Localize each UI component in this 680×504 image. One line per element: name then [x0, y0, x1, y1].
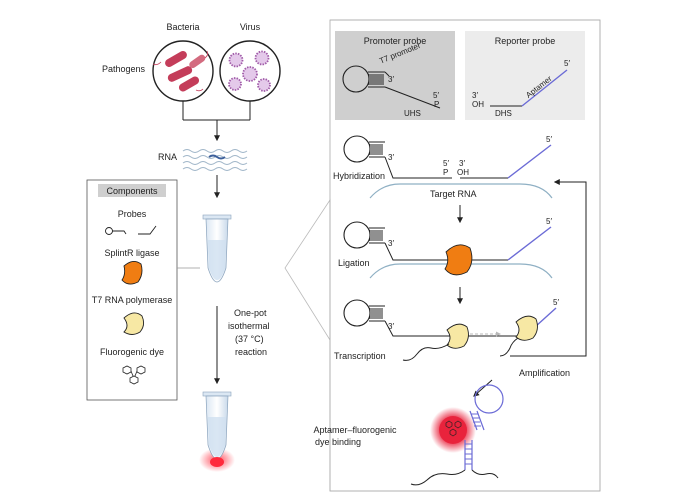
virus-label: Virus	[240, 22, 261, 32]
reaction-line1: One-pot	[234, 308, 267, 318]
hyb-p: P	[443, 168, 448, 177]
aptamer-dye-binding	[410, 384, 504, 486]
ligation-step: 3′ 5′ Ligation	[338, 217, 553, 279]
reporter-3prime: 3′	[472, 91, 478, 100]
reporter-dhs: DHS	[495, 109, 512, 118]
promoter-3prime: 3′	[388, 75, 394, 84]
rna-strands-icon	[182, 149, 248, 171]
trans-3prime: 3′	[388, 322, 394, 331]
reporter-5prime: 5′	[564, 59, 570, 68]
promoter-uhs: UHS	[404, 109, 421, 118]
pathogen-merge-connector	[182, 101, 251, 142]
ligase-enzyme-icon	[444, 244, 473, 276]
polymerase-enzyme-1-icon	[446, 323, 469, 349]
hyb-5prime: 5′	[443, 159, 449, 168]
hyb-3prime: 3′	[388, 153, 394, 162]
bacteria-circle-icon	[152, 40, 214, 102]
amplification-label: Amplification	[519, 368, 570, 378]
reaction-line4: reaction	[235, 347, 267, 357]
polymerase-icon	[123, 312, 145, 335]
bacteria-label: Bacteria	[166, 22, 199, 32]
lig-5prime: 5′	[546, 217, 552, 226]
reaction-tube-icon	[202, 214, 232, 283]
probes-label: Probes	[118, 209, 147, 219]
binding-label-line2: dye binding	[315, 437, 361, 447]
virus-circle-icon	[219, 40, 281, 102]
hybridization-step: 3′ 5′ P 3′ OH 5′ Hybridization Target RN…	[333, 135, 553, 199]
transcription-step: 3′ 5′ Transcription	[334, 298, 559, 361]
rna-label: RNA	[158, 152, 177, 162]
glowing-tube-icon	[199, 391, 235, 472]
dye-label: Fluorogenic dye	[100, 347, 164, 357]
polymerase-label: T7 RNA polymerase	[92, 295, 173, 305]
pathogens-label: Pathogens	[102, 64, 146, 74]
promoter-probe-title: Promoter probe	[364, 36, 427, 46]
promoter-probe-box: Promoter probe T7 promoter 3′ 5′ P UHS	[335, 31, 455, 120]
amplification-loop	[510, 179, 587, 357]
probes-icon	[105, 225, 157, 235]
ligation-label: Ligation	[338, 258, 370, 268]
transcription-label: Transcription	[334, 351, 386, 361]
reporter-probe-title: Reporter probe	[495, 36, 556, 46]
hybridization-label: Hybridization	[333, 171, 385, 181]
trans-to-binding-arrow	[473, 379, 493, 397]
promoter-5prime: 5′	[433, 91, 439, 100]
hyb-oh: OH	[457, 168, 469, 177]
binding-label-line1: Aptamer–fluorogenic	[313, 425, 397, 435]
reporter-oh: OH	[472, 100, 484, 109]
trans-5prime: 5′	[553, 298, 559, 307]
lig-3prime: 3′	[388, 239, 394, 248]
target-rna-label: Target RNA	[430, 189, 477, 199]
ligase-label: SplintR ligase	[104, 248, 159, 258]
components-panel: Components Probes SplintR ligase T7 RNA …	[86, 179, 178, 401]
detail-panel-border	[329, 19, 601, 492]
reporter-probe-box: Reporter probe 3′ OH Aptamer 5′ DHS	[465, 31, 585, 120]
components-header: Components	[106, 186, 158, 196]
fluorogenic-dye-icon	[122, 365, 146, 385]
hyb-aptamer-5prime: 5′	[546, 135, 552, 144]
promoter-p: P	[434, 100, 439, 109]
hyb-3prime-b: 3′	[459, 159, 465, 168]
ligase-icon	[121, 261, 143, 285]
reaction-line3: (37 °C)	[235, 334, 264, 344]
dye-molecule-icon	[445, 420, 462, 437]
reaction-line2: isothermal	[228, 321, 270, 331]
polymerase-enzyme-2-icon	[515, 315, 538, 341]
